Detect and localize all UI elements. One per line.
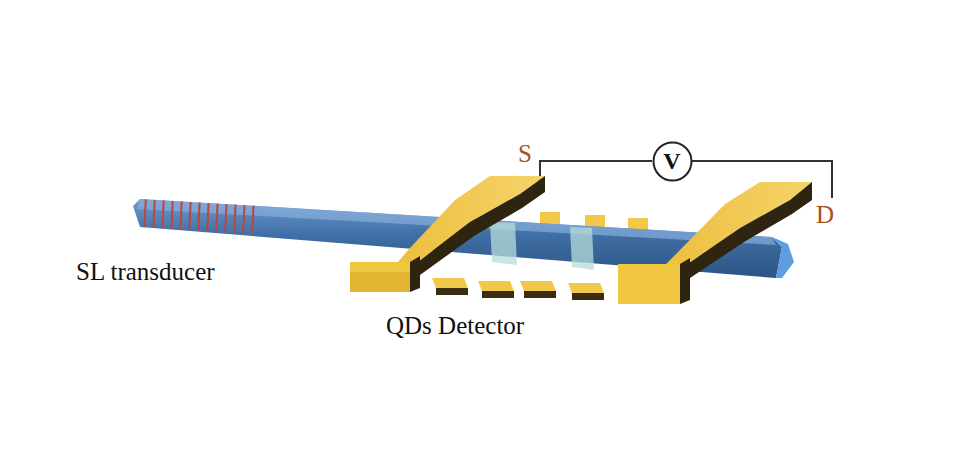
superlattice-stripe xyxy=(216,195,218,236)
superlattice-stripe xyxy=(180,195,182,236)
voltmeter-circle: V xyxy=(652,141,693,182)
wire xyxy=(540,161,652,190)
superlattice-stripe xyxy=(171,195,173,236)
superlattice-stripe xyxy=(144,195,146,236)
part-label: SL transducer xyxy=(76,258,215,286)
superlattice-stripe xyxy=(207,195,209,236)
superlattice-stripe xyxy=(189,195,191,236)
voltmeter-label: V xyxy=(652,148,693,175)
quantum-dot xyxy=(570,227,594,270)
part-label: QDs Detector xyxy=(386,312,524,340)
gate-fingers-front xyxy=(432,278,604,300)
terminal-label: S xyxy=(518,140,532,168)
superlattice-stripe xyxy=(225,195,227,236)
quantum-dot xyxy=(490,222,517,265)
terminal-label: D xyxy=(816,201,834,229)
source-electrode xyxy=(350,176,545,292)
superlattice-stripe xyxy=(252,195,254,236)
superlattice-stripe xyxy=(162,195,164,236)
superlattice-stripe xyxy=(153,195,155,236)
superlattice-stripe xyxy=(234,195,236,236)
superlattice-stripe xyxy=(243,195,245,236)
superlattice-stripe xyxy=(198,195,200,236)
drain-electrode xyxy=(618,182,812,304)
